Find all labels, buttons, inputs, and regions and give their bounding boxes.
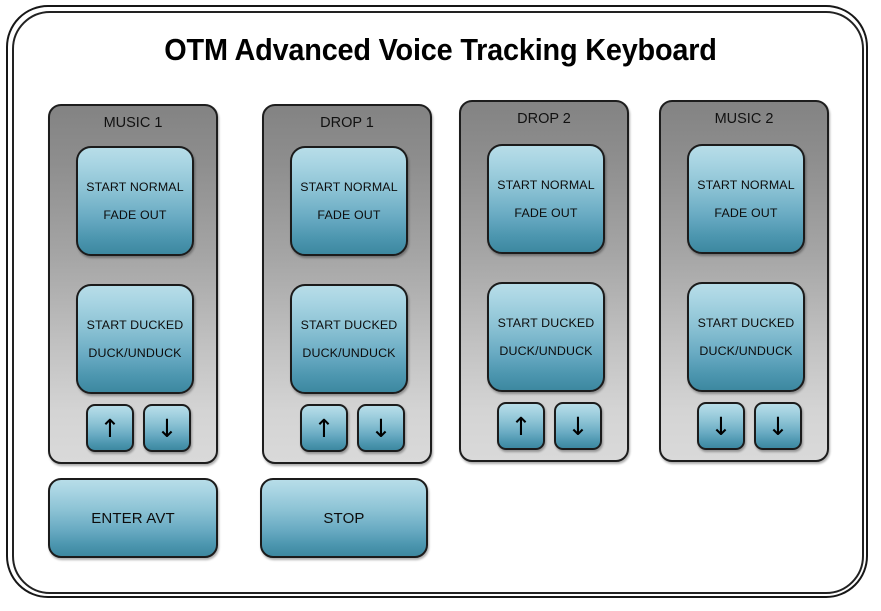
key-label-line2: FADE OUT (317, 208, 381, 222)
key-label-line2: DUCK/UNDUCK (88, 346, 182, 360)
channel-panel-drop-1: DROP 1 START NORMAL FADE OUT START DUCKE… (262, 104, 432, 464)
key-label-line1: START DUCKED (86, 317, 184, 332)
enter-avt-button[interactable]: ENTER AVT (48, 478, 218, 558)
device-bezel-outer (6, 5, 868, 598)
arrow-down-icon: ↓ (156, 413, 178, 443)
pitch-up-key[interactable]: ↑ (300, 404, 348, 452)
start-normal-fade-out-key[interactable]: START NORMAL FADE OUT (76, 146, 194, 256)
channel-title: MUSIC 2 (714, 111, 774, 127)
arrow-up-icon: ↑ (313, 413, 335, 443)
stop-button[interactable]: STOP (260, 478, 428, 558)
key-label-line1: START NORMAL (300, 179, 398, 194)
start-ducked-duck-unduck-key[interactable]: START DUCKED DUCK/UNDUCK (687, 282, 805, 392)
pitch-up-key[interactable]: ↑ (86, 404, 134, 452)
arrow-up-icon: ↓ (710, 411, 732, 441)
pitch-down-key[interactable]: ↓ (357, 404, 405, 452)
channel-title: MUSIC 1 (103, 115, 163, 131)
key-label-line1: START DUCKED (300, 317, 398, 332)
channel-panel-drop-2: DROP 2 START NORMAL FADE OUT START DUCKE… (459, 100, 629, 462)
button-label: ENTER AVT (91, 509, 175, 527)
start-normal-fade-out-key[interactable]: START NORMAL FADE OUT (687, 144, 805, 254)
key-label-line2: DUCK/UNDUCK (499, 344, 593, 358)
key-label-line1: START DUCKED (497, 315, 595, 330)
key-label-line1: START NORMAL (86, 179, 184, 194)
arrow-down-icon: ↓ (567, 411, 589, 441)
key-label-line2: FADE OUT (714, 206, 778, 220)
start-normal-fade-out-key[interactable]: START NORMAL FADE OUT (290, 146, 408, 256)
channel-panel-music-2: MUSIC 2 START NORMAL FADE OUT START DUCK… (659, 100, 829, 462)
pitch-down-key[interactable]: ↓ (754, 402, 802, 450)
start-ducked-duck-unduck-key[interactable]: START DUCKED DUCK/UNDUCK (487, 282, 605, 392)
pitch-up-key[interactable]: ↑ (497, 402, 545, 450)
pitch-up-key[interactable]: ↓ (697, 402, 745, 450)
key-label-line2: FADE OUT (514, 206, 578, 220)
page-title: OTM Advanced Voice Tracking Keyboard (164, 32, 717, 67)
channel-panel-music-1: MUSIC 1 START NORMAL FADE OUT START DUCK… (48, 104, 218, 464)
arrow-down-icon: ↓ (767, 411, 789, 441)
arrow-up-icon: ↑ (510, 411, 532, 441)
pitch-down-key[interactable]: ↓ (554, 402, 602, 450)
key-label-line2: DUCK/UNDUCK (699, 344, 793, 358)
key-label-line2: FADE OUT (103, 208, 167, 222)
channel-title: DROP 1 (320, 115, 374, 131)
pitch-down-key[interactable]: ↓ (143, 404, 191, 452)
arrow-down-icon: ↓ (370, 413, 392, 443)
button-label: STOP (323, 509, 365, 527)
start-normal-fade-out-key[interactable]: START NORMAL FADE OUT (487, 144, 605, 254)
key-label-line1: START NORMAL (497, 177, 595, 192)
key-label-line1: START NORMAL (697, 177, 795, 192)
device-bezel-inner (12, 11, 864, 594)
start-ducked-duck-unduck-key[interactable]: START DUCKED DUCK/UNDUCK (290, 284, 408, 394)
key-label-line2: DUCK/UNDUCK (302, 346, 396, 360)
key-label-line1: START DUCKED (697, 315, 795, 330)
arrow-up-icon: ↑ (99, 413, 121, 443)
start-ducked-duck-unduck-key[interactable]: START DUCKED DUCK/UNDUCK (76, 284, 194, 394)
channel-title: DROP 2 (517, 111, 571, 127)
